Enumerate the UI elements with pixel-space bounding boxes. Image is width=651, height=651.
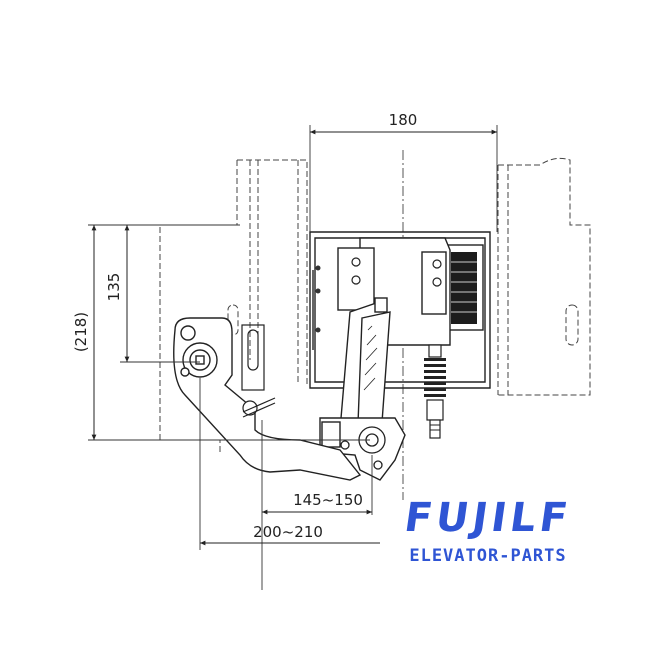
release-handle <box>173 317 362 481</box>
brand-tagline: ELEVATOR-PARTS <box>409 546 567 566</box>
plate-bolts <box>351 257 442 287</box>
dim-200-210: 200~210 <box>253 523 323 541</box>
bracket-outline <box>159 157 591 455</box>
extension-lines <box>88 125 498 590</box>
pivot-pin <box>340 426 386 470</box>
brand-name: FUJILF <box>401 495 575 541</box>
dim-135: 135 <box>105 273 123 302</box>
coil-block <box>444 244 484 331</box>
dim-180: 180 <box>389 111 418 129</box>
brand-logo: FUJILF ELEVATOR-PARTS <box>378 495 598 566</box>
dim-218: (218) <box>72 312 90 352</box>
lever-arms <box>339 297 391 451</box>
dimension-lines <box>91 129 497 546</box>
housing-bolts <box>315 265 321 333</box>
handle-pin <box>242 397 276 418</box>
dim-145-150: 145~150 <box>293 491 363 509</box>
handle-slot <box>241 324 265 391</box>
lever-hatching <box>363 325 378 391</box>
spring-assembly <box>424 344 446 439</box>
